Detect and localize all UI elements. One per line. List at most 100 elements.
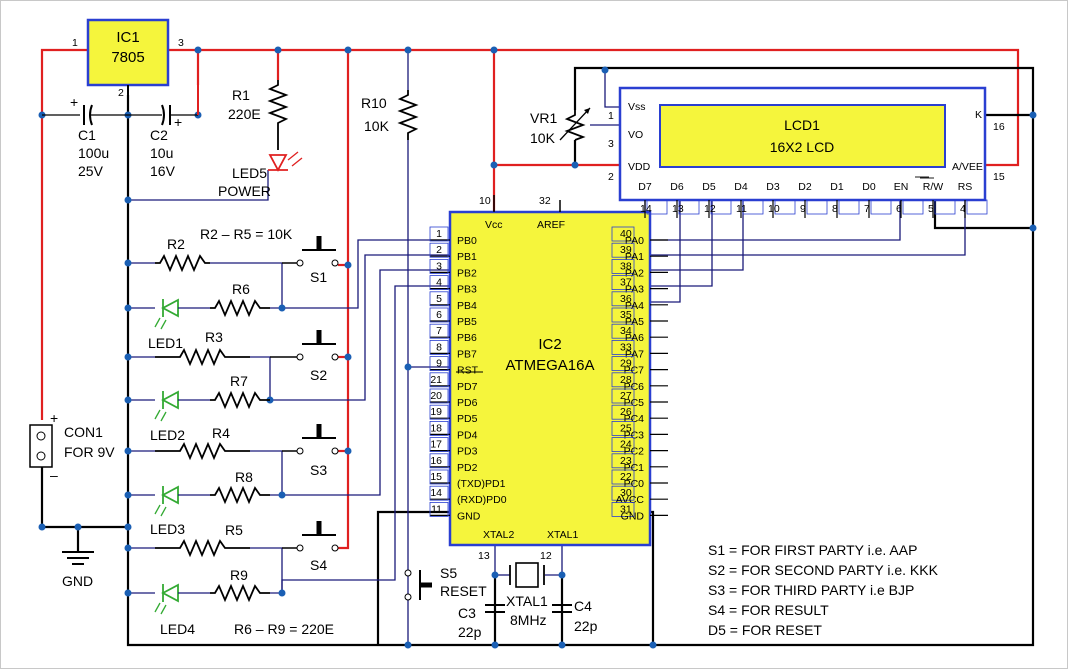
- mcu-right-pin-box: [611, 323, 635, 339]
- mcu-right-pin-num: 25: [620, 422, 632, 434]
- legend-line-1: S1 = FOR FIRST PARTY i.e. AAP: [708, 542, 917, 558]
- lcd-bottom-pin-name: EN: [894, 181, 909, 193]
- r7-label: R7: [230, 373, 248, 389]
- mcu-pin-name-xtal1: XTAL1: [547, 529, 578, 541]
- mcu-right-pin-num: 30: [620, 487, 632, 499]
- mcu-right-pin-box: [611, 469, 635, 485]
- mcu-left-pin-name: (RXD)PD0: [457, 494, 507, 506]
- c1-plus: +: [70, 94, 78, 110]
- mcu-right-pin-name: AVCC: [616, 494, 645, 506]
- mcu-left-pin-box: [429, 404, 449, 420]
- mcu-right-pin-num: 26: [620, 406, 632, 418]
- mcu-left-pin-name: PB5: [457, 316, 477, 328]
- mcu-left-pin-list: 1PB02PB13PB24PB35PB46PB57PB68PB79RST21PD…: [429, 226, 507, 522]
- r5-label: R5: [225, 522, 243, 538]
- mcu-right-pin-box: [611, 437, 635, 453]
- mcu-right-pin-box: [611, 275, 635, 291]
- mcu-right-pin-name: PA7: [625, 348, 644, 360]
- r9-label: R9: [230, 567, 248, 583]
- led3: LED3: [150, 485, 210, 537]
- lcd-bottom-pin-name: D4: [734, 181, 748, 193]
- mcu-left-pin-num: 9: [436, 358, 442, 370]
- switch-s3: S3: [282, 424, 339, 478]
- mcu-right-pin-num: 27: [620, 390, 632, 402]
- c4-value: 22p: [574, 618, 598, 634]
- mcu-right-pin-name: PA1: [625, 251, 644, 263]
- mcu-left-pin-box: [429, 339, 449, 355]
- r10-value: 10K: [364, 118, 390, 134]
- legend-line-2: S2 = FOR SECOND PARTY i.e. KKK: [708, 562, 939, 578]
- r6-r9-note: R6 – R9 = 220E: [234, 621, 334, 637]
- mcu-right-pin-box: [611, 307, 635, 323]
- connector-con1: + – CON1 FOR 9V: [29, 410, 115, 483]
- mcu-pin-num-aref: 32: [539, 195, 551, 207]
- mcu-right-pin-name: PA6: [625, 332, 644, 344]
- mcu-right-pin-name: PA0: [625, 235, 644, 247]
- mcu-right-pin-num: 34: [620, 325, 632, 337]
- mcu-left-pin-box: [429, 469, 449, 485]
- mcu-pin-num-xtal1: 12: [540, 550, 552, 562]
- mcu-left-pin-name: PD7: [457, 381, 478, 393]
- lcd-bottom-pin-box: [742, 199, 764, 215]
- mcu-left-pin-num: 14: [430, 487, 442, 499]
- lcd-bottom-pin-num: 6: [896, 203, 902, 215]
- vr1-pin1: 1: [608, 110, 614, 122]
- mcu-left-pin-name: PD4: [457, 429, 478, 441]
- mcu-left-pin-num: 3: [436, 260, 442, 272]
- mcu-pin-name-vcc: Vcc: [485, 219, 503, 231]
- mcu-left-pin-name: PD6: [457, 397, 478, 409]
- mcu-ic2: IC2 ATMEGA16A 10 Vcc 32 AREF 13 XTAL2 12…: [448, 195, 652, 562]
- mcu-right-pin-name: PA5: [625, 316, 644, 328]
- mcu-right-pin-box: [611, 242, 635, 258]
- r2-label: R2: [167, 236, 185, 252]
- led1: LED1: [148, 298, 210, 351]
- lcd1-module: LCD1 16X2 LCD Vss VO VDD K 16 A/VEE 15: [618, 86, 1005, 202]
- mcu-left-pin-num: 7: [436, 325, 442, 337]
- mcu-right-pin-box: [611, 388, 635, 404]
- mcu-id: IC2: [538, 336, 561, 353]
- legend: S1 = FOR FIRST PARTY i.e. AAP S2 = FOR S…: [708, 542, 939, 638]
- c4-id: C4: [574, 598, 592, 614]
- lcd-bottom-pin-num: 8: [832, 203, 838, 215]
- mcu-left-pin-num: 2: [436, 244, 442, 256]
- mcu-right-pin-box: [611, 339, 635, 355]
- mcu-right-pin-box: [611, 420, 635, 436]
- mcu-right-pin-list: 40PA039PA138PA237PA336PA435PA534PA633PA7…: [611, 226, 668, 522]
- mcu-right-pin-num: 28: [620, 374, 632, 386]
- ground-symbol: GND: [62, 551, 94, 589]
- mcu-left-pin-box: [429, 372, 449, 388]
- mcu-right-pin-name: PC5: [624, 397, 645, 409]
- regulator-ic1: IC1 7805 1 3 2: [72, 18, 184, 99]
- led1-label: LED1: [148, 335, 183, 351]
- lcd-bottom-pin-name: R/W: [923, 181, 944, 193]
- lcd-pin-num-16: 16: [993, 121, 1005, 133]
- mcu-left-pin-num: 6: [436, 309, 442, 321]
- mcu-left-pin-box: [429, 323, 449, 339]
- mcu-left-pin-name: PB1: [457, 251, 477, 263]
- lcd-pin-vo: VO: [628, 129, 643, 141]
- switch-s2: S2: [270, 330, 339, 383]
- mcu-left-pin-box: [429, 258, 449, 274]
- regulator-id: IC1: [116, 29, 139, 46]
- mcu-left-pin-box: [429, 485, 449, 501]
- lcd-bottom-pin-box: [710, 199, 732, 215]
- lcd-bottom-pin-box: [678, 199, 700, 215]
- mcu-right-pin-num: 35: [620, 309, 632, 321]
- mcu-right-pin-name: PC1: [624, 462, 645, 474]
- regulator-pin-in: 1: [72, 37, 78, 49]
- led5-label: POWER: [218, 183, 271, 199]
- mcu-right-pin-num: 39: [620, 244, 632, 256]
- led5-power: LED5 POWER: [218, 151, 303, 199]
- mcu-right-pin-box: [611, 226, 635, 242]
- mcu-left-pin-box: [429, 242, 449, 258]
- mcu-pin-num-xtal2: 13: [478, 550, 490, 562]
- mcu-left-pin-box: [429, 437, 449, 453]
- mcu-left-pin-name: PB0: [457, 235, 477, 247]
- mcu-part: ATMEGA16A: [506, 357, 595, 374]
- lcd-bottom-pin-name: D2: [798, 181, 812, 193]
- led2-label: LED2: [150, 427, 185, 443]
- mcu-right-pin-box: [611, 291, 635, 307]
- reset-switch-s5: S5 RESET: [404, 565, 487, 601]
- mcu-left-pin-num: 16: [430, 455, 442, 467]
